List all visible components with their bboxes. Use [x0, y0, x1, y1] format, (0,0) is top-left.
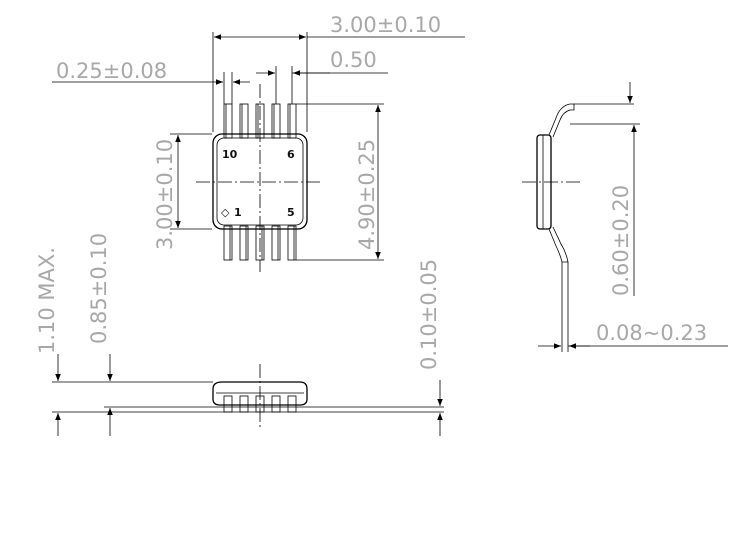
dim-pitch-text: 0.50 — [330, 48, 377, 72]
pin-5-label: 5 — [287, 206, 295, 219]
dim-foot-length: 0.60±0.20 — [570, 82, 640, 296]
dim-max-height-text: 1.10 MAX. — [35, 247, 59, 354]
dim-lead-thickness-text: 0.08~0.23 — [596, 321, 707, 345]
dim-body-width: 3.00±0.10 — [212, 13, 465, 132]
side-body — [212, 381, 308, 406]
end-lead-upper — [548, 103, 575, 138]
side-view: 1.10 MAX. 0.85±0.10 0.10±0.05 — [35, 233, 444, 436]
dim-standoff: 0.10±0.05 — [417, 259, 443, 436]
dim-body-length: 3.00±0.10 — [153, 133, 212, 250]
dim-lead-thickness: 0.08~0.23 — [538, 262, 728, 352]
dim-foot-length-text: 0.60±0.20 — [609, 185, 633, 296]
dim-lead-width-text: 0.25±0.08 — [56, 59, 167, 83]
top-leads-lower — [223, 225, 297, 261]
dim-pitch: 0.50 — [256, 48, 388, 104]
dim-body-length-text: 3.00±0.10 — [153, 139, 177, 250]
pin-1-marker-icon: ◇ — [221, 206, 230, 219]
pin-10-label: 10 — [222, 148, 238, 161]
end-lead-lower — [548, 226, 569, 263]
end-view: 0.60±0.20 0.08~0.23 — [522, 82, 728, 352]
pin-1-label: 1 — [234, 206, 242, 219]
dim-lead-width: 0.25±0.08 — [52, 59, 250, 104]
top-view: 10 6 ◇ 1 5 3.00±0.10 0.25±0.08 0 — [52, 13, 465, 272]
dim-max-height: 1.10 MAX. — [35, 247, 61, 436]
dim-overall-width: 4.90±0.25 — [296, 103, 384, 261]
dim-body-height: 0.85±0.10 — [87, 233, 113, 436]
pin-6-label: 6 — [287, 148, 295, 161]
dim-overall-width-text: 4.90±0.25 — [355, 139, 379, 250]
dim-standoff-text: 0.10±0.05 — [417, 259, 441, 370]
dim-body-height-text: 0.85±0.10 — [87, 233, 111, 344]
dim-body-width-text: 3.00±0.10 — [330, 13, 441, 37]
